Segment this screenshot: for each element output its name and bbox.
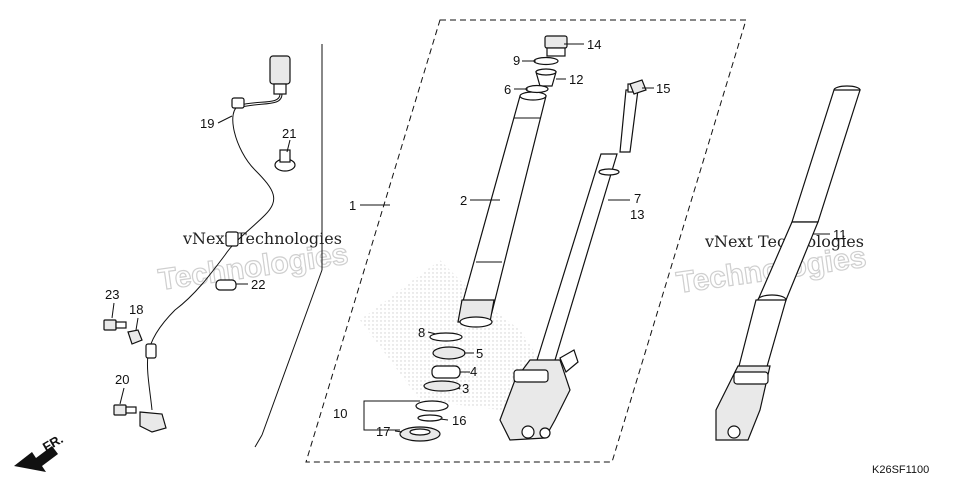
- callout-15: 15: [656, 81, 670, 96]
- speed-sensor-harness: [139, 55, 291, 433]
- callout-21: 21: [282, 126, 296, 141]
- part-7-inner-tube-assembly: [499, 83, 639, 441]
- callout-23: 23: [105, 287, 119, 302]
- callout-11: 11: [833, 227, 847, 242]
- part-17-bushing: [399, 426, 441, 442]
- part-15-cap: [629, 79, 647, 95]
- part-12-spacer: [535, 68, 557, 87]
- part-20-bolt: [113, 404, 137, 416]
- callout-2: 2: [460, 193, 467, 208]
- callout-22: 22: [251, 277, 265, 292]
- part-3-washer: [423, 380, 461, 392]
- callout-20: 20: [115, 372, 129, 387]
- section-divider: [254, 44, 323, 448]
- part-18-nut: [127, 329, 143, 345]
- callout-9: 9: [513, 53, 520, 68]
- callout-7: 7: [634, 191, 641, 206]
- callout-5: 5: [476, 346, 483, 361]
- part-9-o-ring: [533, 56, 559, 66]
- part-6-ring: [525, 84, 549, 94]
- callout-19: 19: [200, 116, 214, 131]
- part-5-dust-seal: [432, 346, 466, 360]
- callout-14: 14: [587, 37, 601, 52]
- part-14-cap-bolt: [544, 35, 568, 57]
- callouts: 1 2 3 4 5 6 7 8 9 10 11 12 13 14 15 16 1…: [105, 37, 847, 439]
- part-23-bolt: [103, 319, 127, 331]
- diagram-code: K26SF1100: [872, 464, 929, 476]
- callout-17: 17: [376, 424, 390, 439]
- part-11-fork-assembly: [715, 85, 861, 441]
- part-21-clamp: [274, 149, 296, 172]
- leader-lines: [111, 43, 830, 433]
- part-10-bushing: [415, 400, 449, 412]
- part-4-oil-seal: [431, 365, 461, 379]
- callout-13: 13: [630, 207, 644, 222]
- part-16-clip: [417, 414, 443, 422]
- direction-label: FR.: [40, 431, 66, 454]
- callout-6: 6: [504, 82, 511, 97]
- front-direction-indicator: FR.: [14, 431, 66, 472]
- part-8-seal: [429, 332, 463, 342]
- part-22-clip: [215, 279, 237, 291]
- callout-3: 3: [462, 381, 469, 396]
- callout-12: 12: [569, 72, 583, 87]
- callout-1: 1: [349, 198, 356, 213]
- callout-16: 16: [452, 413, 466, 428]
- assembly-frame: [305, 19, 747, 463]
- part-2-outer-tube: [457, 91, 547, 328]
- callout-10: 10: [333, 406, 347, 421]
- callout-8: 8: [418, 325, 425, 340]
- callout-4: 4: [470, 364, 477, 379]
- watermark-text-left: vNext Technologies: [182, 229, 342, 248]
- callout-18: 18: [129, 302, 143, 317]
